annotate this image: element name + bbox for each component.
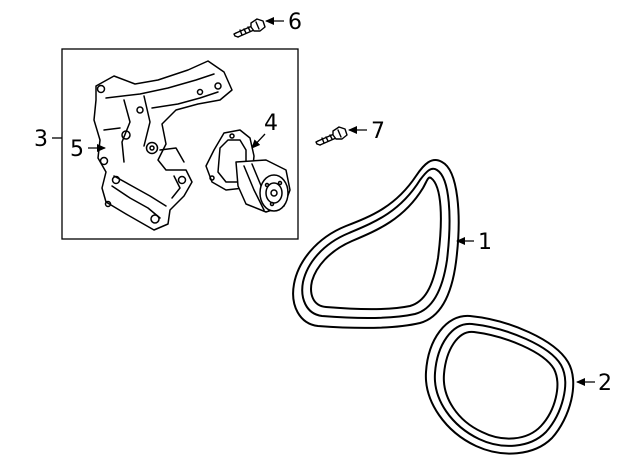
bolt-6	[233, 18, 266, 38]
callout-7: 7	[371, 119, 385, 144]
bolt-7	[315, 126, 348, 146]
callout-6: 6	[288, 10, 302, 35]
callout-3: 3	[34, 127, 48, 152]
belt-2	[424, 314, 575, 455]
callout-1: 1	[478, 230, 492, 255]
callout-2: 2	[598, 371, 612, 396]
tensioner-bracket	[93, 60, 233, 231]
callout-5: 5	[70, 137, 84, 162]
callout-4: 4	[264, 111, 278, 136]
serpentine-belt-1	[292, 158, 460, 329]
leader-lines	[52, 17, 595, 386]
belt-tensioner	[205, 129, 291, 213]
leader-4	[251, 133, 266, 149]
assembly-box	[61, 48, 299, 240]
